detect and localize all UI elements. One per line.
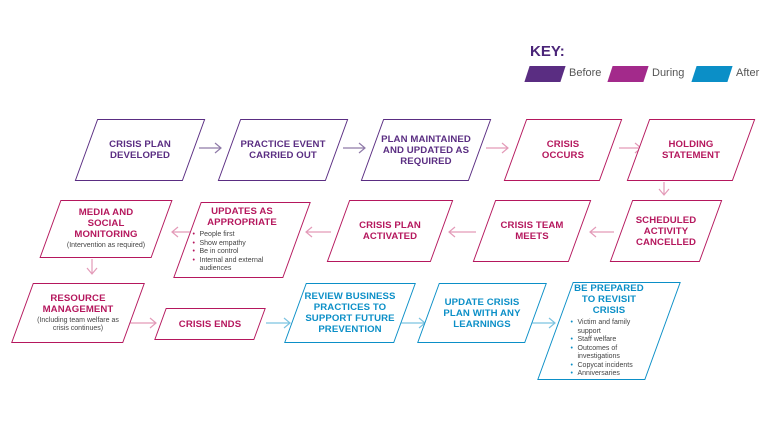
node-title: MEDIA AND SOCIAL MONITORING [74,207,138,241]
node-updates-as-appropriate: UPDATES AS APPROPRIATE People first Show… [173,202,311,278]
node-title: CRISIS OCCURS [541,139,585,161]
node-title: CRISIS PLAN ACTIVATED [359,220,421,242]
bullet-item: Anniversaries [571,370,648,379]
bullet-item: Be in control [193,248,292,257]
node-media-monitoring: MEDIA AND SOCIAL MONITORING (Interventio… [39,200,173,258]
node-holding-statement: HOLDING STATEMENT [626,119,756,181]
node-note: (Including team welfare as crisis contin… [37,316,119,333]
node-title: HOLDING STATEMENT [661,139,721,161]
bullet-list: People first Show empathy Be in control … [193,231,292,274]
node-crisis-plan-activated: CRISIS PLAN ACTIVATED [326,200,454,262]
bullet-list: Victim and family support Staff welfare … [571,319,648,379]
bullet-item: Outcomes of investigations [571,345,648,362]
node-be-prepared: BE PREPARED TO REVISIT CRISIS Victim and… [537,282,681,380]
key-after: After [691,66,759,82]
key-title: KEY: [530,43,565,60]
bullet-item: Show empathy [193,240,292,249]
node-plan-maintained: PLAN MAINTAINED AND UPDATED AS REQUIRED [360,119,492,181]
node-title: PRACTICE EVENT CARRIED OUT [240,139,326,161]
node-practice-event: PRACTICE EVENT CARRIED OUT [217,119,349,181]
key-after-label: After [736,67,760,79]
node-title: UPDATE CRISIS PLAN WITH ANY LEARNINGS [443,296,521,330]
key-during-label: During [652,67,685,79]
bullet-item: Staff welfare [571,336,648,345]
node-update-crisis-plan: UPDATE CRISIS PLAN WITH ANY LEARNINGS [417,283,547,343]
key-before: Before [524,66,601,82]
node-title: CRISIS ENDS [178,318,242,330]
node-note: (Intervention as required) [66,242,146,250]
node-scheduled-activity: SCHEDULED ACTIVITY CANCELLED [609,200,723,262]
node-title: RESOURCE MANAGEMENT [42,292,114,315]
bullet-item: Victim and family support [571,319,640,336]
bullet-item: Copycat incidents [571,362,648,371]
key-before-label: Before [569,67,602,79]
node-title: UPDATES AS APPROPRIATE [207,206,277,229]
node-crisis-plan-developed: CRISIS PLAN DEVELOPED [74,119,206,181]
node-crisis-ends: CRISIS ENDS [154,308,266,340]
node-review-business: REVIEW BUSINESS PRACTICES TO SUPPORT FUT… [284,283,416,343]
node-title: BE PREPARED TO REVISIT CRISIS [574,282,644,316]
key-during: During [607,66,684,82]
node-title: CRISIS TEAM MEETS [500,220,564,242]
node-title: SCHEDULED ACTIVITY CANCELLED [635,214,697,248]
bullet-item: People first [193,231,292,240]
node-title: REVIEW BUSINESS PRACTICES TO SUPPORT FUT… [304,291,396,335]
node-title: CRISIS PLAN DEVELOPED [109,139,171,161]
node-crisis-team-meets: CRISIS TEAM MEETS [472,200,592,262]
node-crisis-occurs: CRISIS OCCURS [503,119,623,181]
node-title: PLAN MAINTAINED AND UPDATED AS REQUIRED [381,133,471,167]
bullet-item: Internal and external audiences [193,257,292,274]
node-resource-management: RESOURCE MANAGEMENT (Including team welf… [11,283,145,343]
